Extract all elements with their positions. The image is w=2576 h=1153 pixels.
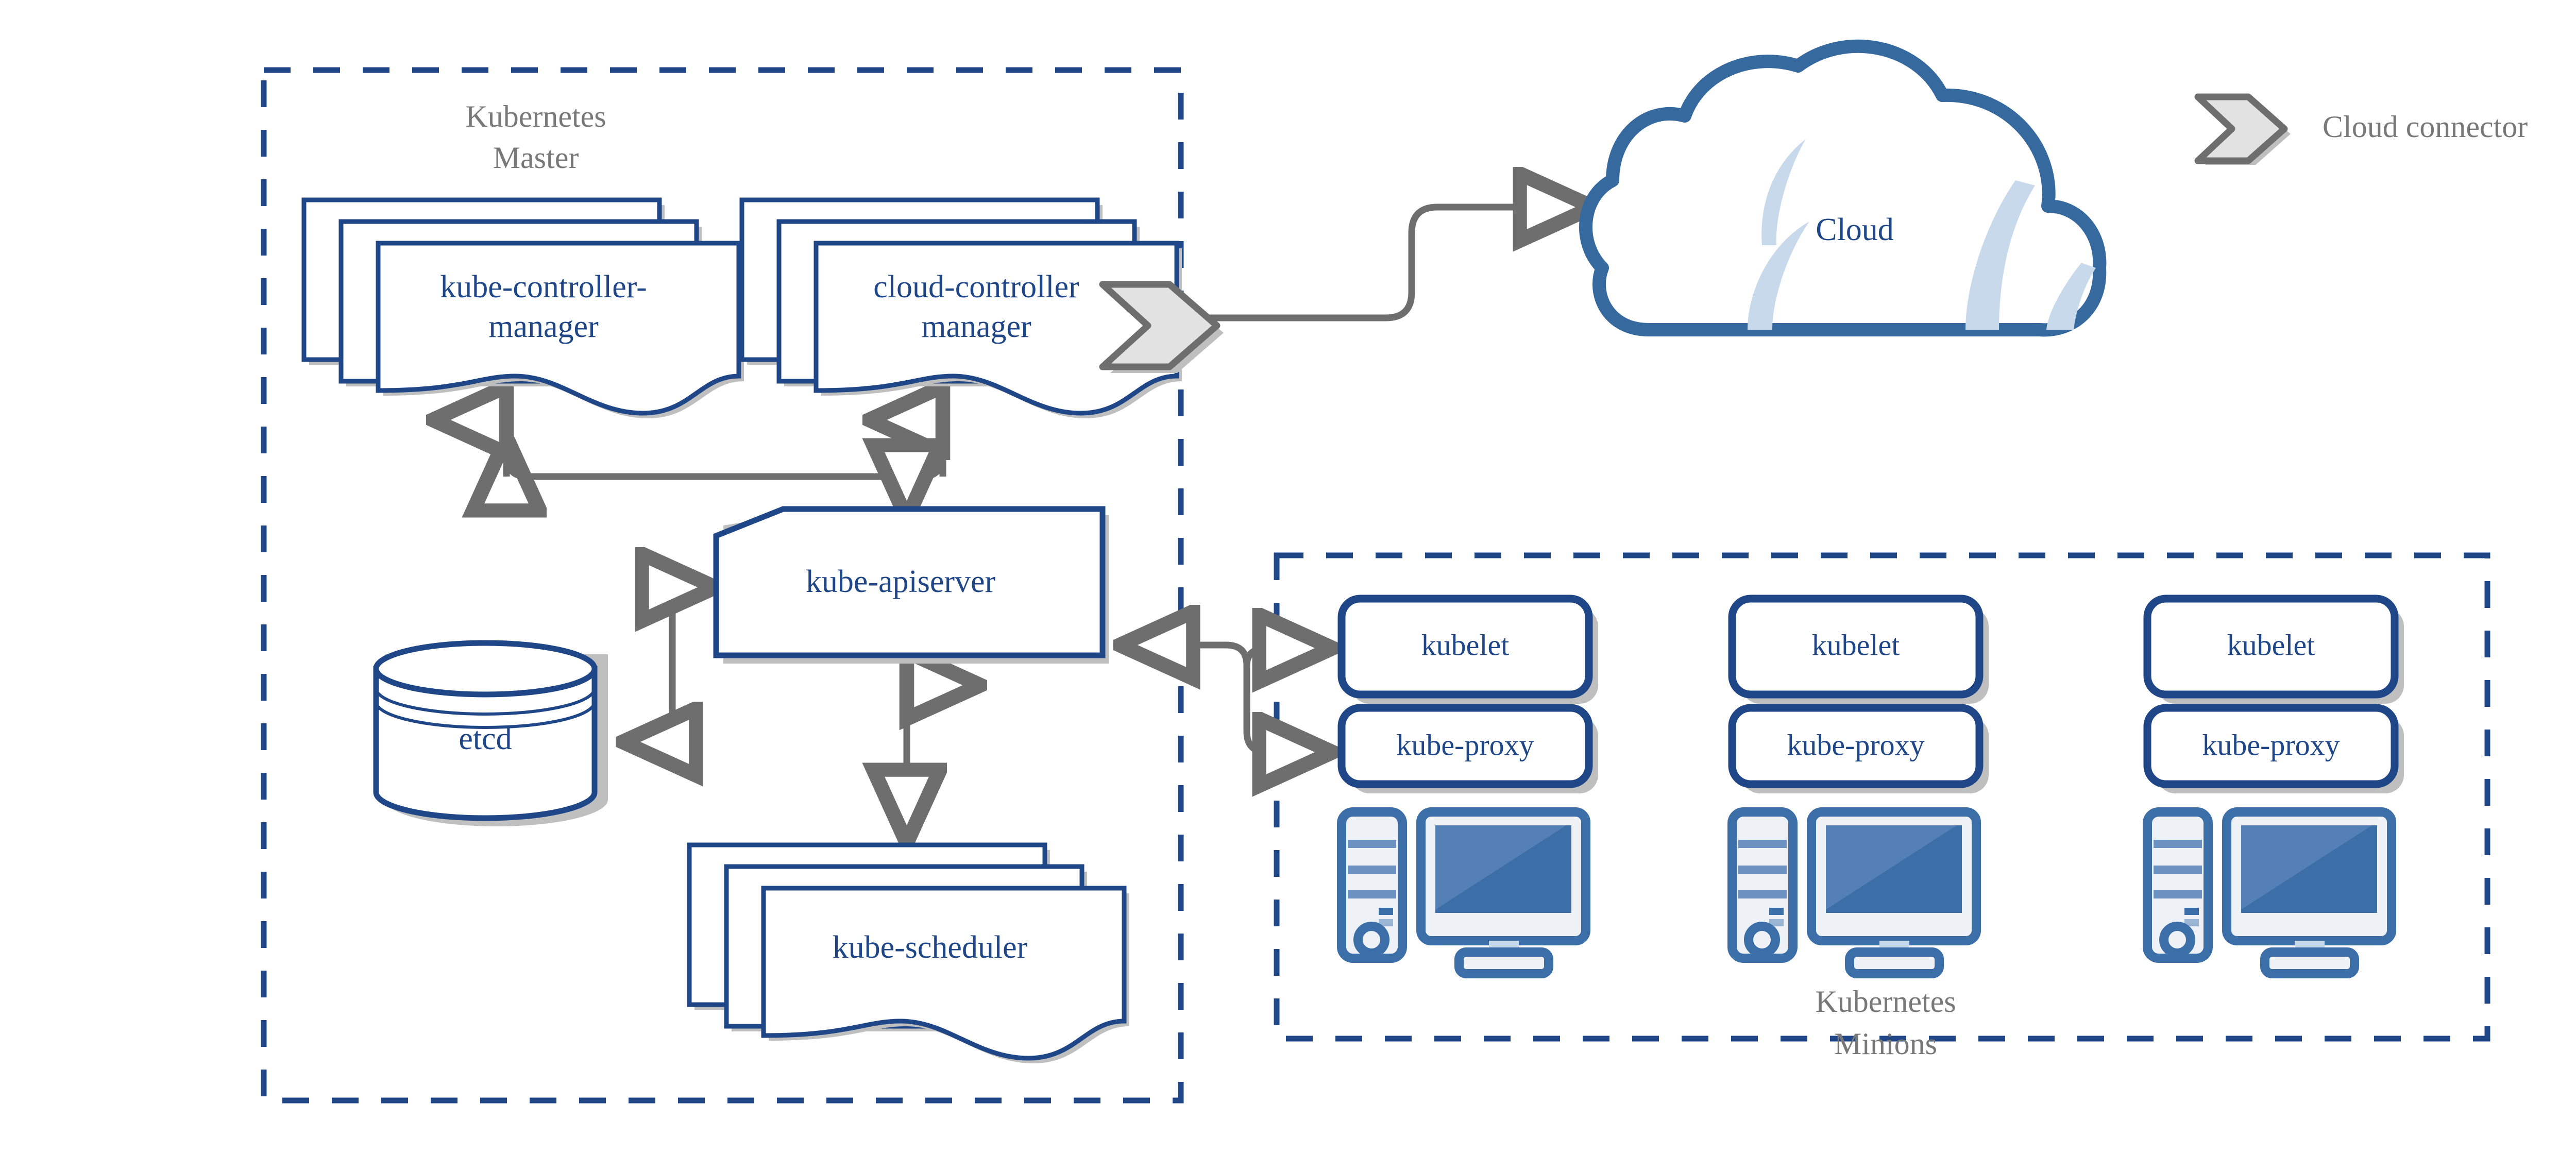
node-label-ccm-line2: manager	[921, 309, 1031, 344]
kubelet-label-3: kubelet	[2227, 628, 2315, 662]
connector-minions-branch-kubelet	[1243, 648, 1329, 666]
etcd-ring-2	[375, 701, 596, 729]
minion-node-2: kubelet kube-proxy	[1727, 595, 1989, 978]
kubelet-label-2: kubelet	[1812, 628, 1900, 662]
connector-bus-horizontal	[506, 453, 899, 477]
kubeproxy-box-3[interactable]	[2143, 704, 2399, 788]
kubelet-box-3[interactable]	[2143, 595, 2399, 699]
doc-body-kcm	[376, 241, 741, 416]
kubeproxy-box-1[interactable]	[1337, 704, 1593, 788]
cloud-connector-icon	[1099, 281, 1224, 373]
connector-apiserver-to-minions	[1123, 645, 1329, 752]
connector-ccm-to-cloud	[1159, 207, 1590, 321]
connector-bus	[503, 453, 910, 507]
etcd-ring-1	[375, 688, 596, 716]
group-box-master	[261, 67, 1184, 1104]
node-etcd[interactable]: etcd	[373, 640, 608, 826]
kubelet-box-2[interactable]	[1728, 595, 1984, 699]
kubeproxy-box-2[interactable]	[1728, 704, 1984, 788]
doc-body-sched	[761, 886, 1127, 1061]
cloud-shade-1	[1748, 222, 1809, 330]
connector-etcd-to-apiserver	[626, 587, 712, 742]
desktop-computer-icon-1	[1337, 807, 1590, 978]
legend-label-cloud-connector: Cloud connector	[2323, 110, 2528, 144]
connector-bus-right	[914, 453, 946, 480]
legend-chevron-arrow-icon	[2194, 93, 2288, 164]
minion-node-3: kubelet kube-proxy	[2143, 595, 2404, 978]
node-label-kcm-line1: kube-controller-	[440, 269, 647, 304]
kubeproxy-label-2: kube-proxy	[1787, 728, 1924, 761]
chevron-arrow-icon	[1099, 281, 1221, 370]
desktop-computer-icon-3	[2143, 807, 2396, 978]
kubelet-label-1: kubelet	[1421, 628, 1510, 662]
cloud-node: Cloud	[1579, 39, 2107, 337]
group-label-minions-line1: Kubernetes	[1815, 985, 1956, 1019]
node-label-apiserver: kube-apiserver	[806, 564, 996, 599]
node-kube-scheduler[interactable]: kube-scheduler	[687, 842, 1129, 1063]
group-label-minions-line2: Minions	[1834, 1027, 1937, 1061]
apiserver-body	[713, 506, 1106, 658]
cloud-shade-3	[1965, 180, 2035, 330]
node-kube-controller-manager[interactable]: kube-controller- manager	[301, 197, 744, 418]
doc-body-ccm	[814, 241, 1179, 416]
etcd-top-ellipse	[373, 640, 598, 698]
group-box-minions	[1274, 552, 2490, 1042]
group-label-master-line1: Kubernetes	[465, 99, 606, 133]
connector-layer	[506, 207, 1590, 840]
cloud-label: Cloud	[1816, 212, 1894, 247]
node-kube-apiserver[interactable]: kube-apiserver	[713, 506, 1109, 664]
minion-node-1: kubelet kube-proxy	[1337, 595, 1598, 978]
node-label-ccm-line1: cloud-controller	[873, 269, 1079, 304]
kubeproxy-label-3: kube-proxy	[2202, 728, 2340, 761]
desktop-computer-icon-2	[1727, 807, 1981, 978]
cloud-shade-2	[1761, 139, 1806, 245]
group-label-master-line2: Master	[493, 141, 579, 175]
kubelet-box-1[interactable]	[1337, 595, 1593, 699]
cloud-shade-4	[2046, 263, 2096, 330]
etcd-body	[373, 666, 598, 821]
node-label-etcd: etcd	[459, 721, 512, 756]
node-label-kcm-line2: manager	[488, 309, 599, 344]
connector-apiserver-to-kcm	[506, 440, 876, 477]
legend-cloud-connector: Cloud connector	[2194, 93, 2528, 165]
kubeproxy-label-1: kube-proxy	[1396, 728, 1534, 761]
cloud-outline	[1579, 39, 2107, 337]
node-label-scheduler: kube-scheduler	[833, 930, 1028, 965]
node-cloud-controller-manager[interactable]: cloud-controller manager	[739, 197, 1182, 418]
